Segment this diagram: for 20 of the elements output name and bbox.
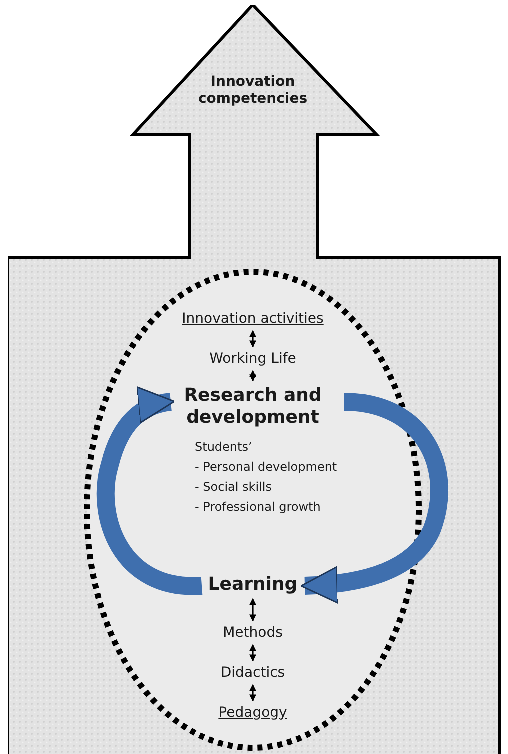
arrow-house-shape [8,5,500,754]
dotted-ellipse [83,268,423,752]
double-arrow [250,370,256,382]
curved-block-arrow [96,388,202,595]
heading-text: Innovation competencies [197,74,309,108]
node-text: Working Life [210,350,296,368]
list-text: - Personal development [195,460,338,474]
node-text: Innovation activities [182,310,324,328]
list-text: - Professional growth [195,500,321,514]
node-text: Pedagogy [218,704,288,722]
node-text: Didactics [220,664,286,682]
node-text: Research and development [183,385,323,429]
list-text: - Social skills [195,480,272,494]
node-text: Learning [208,574,298,596]
double-arrow [250,644,256,662]
double-arrow [250,598,256,622]
double-arrow [250,684,256,702]
list-text: Students’ [195,440,252,454]
double-arrow [250,330,256,348]
node-text: Methods [223,624,283,642]
